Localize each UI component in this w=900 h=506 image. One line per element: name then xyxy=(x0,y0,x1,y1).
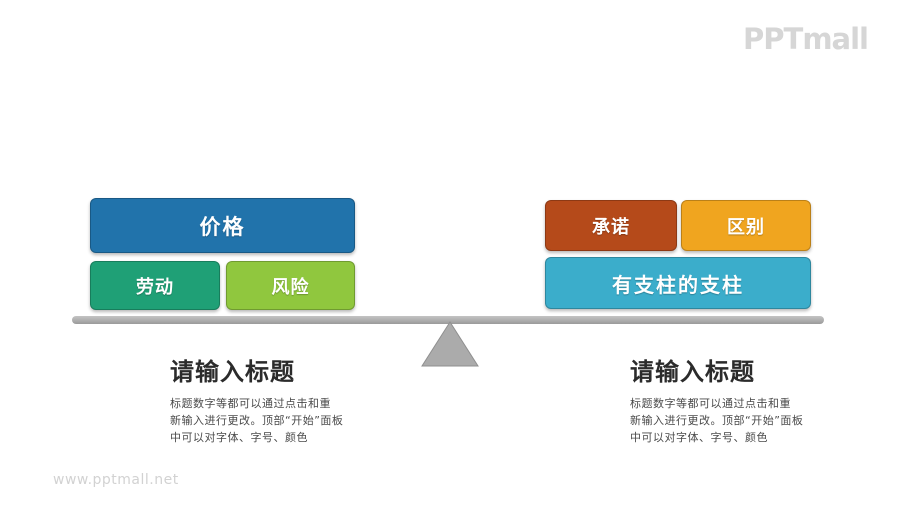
caption-left-line-1: 标题数字等都可以通过点击和重 xyxy=(170,397,331,410)
caption-right-title: 请输入标题 xyxy=(630,358,755,386)
pptmall-logo: PPTmall xyxy=(743,22,869,56)
balance-box-risk: 风险 xyxy=(226,261,355,310)
balance-box-labor: 劳动 xyxy=(90,261,220,310)
balance-box-price: 价格 xyxy=(90,198,355,253)
caption-right-line-3: 中可以对字体、字号、颜色 xyxy=(630,431,768,444)
caption-left-line-2: 新输入进行更改。顶部“开始”面板 xyxy=(170,414,344,427)
balance-beam xyxy=(72,316,824,324)
caption-right-line-2: 新输入进行更改。顶部“开始”面板 xyxy=(630,414,804,427)
caption-left-title: 请输入标题 xyxy=(170,358,295,386)
caption-left: 请输入标题 标题数字等都可以通过点击和重 新输入进行更改。顶部“开始”面板 中可… xyxy=(170,352,400,446)
caption-left-line-3: 中可以对字体、字号、颜色 xyxy=(170,431,308,444)
caption-right: 请输入标题 标题数字等都可以通过点击和重 新输入进行更改。顶部“开始”面板 中可… xyxy=(630,352,860,446)
fulcrum-triangle-icon xyxy=(421,321,479,367)
watermark-url: www.pptmall.net xyxy=(53,472,179,488)
balance-box-promise: 承诺 xyxy=(545,200,677,251)
caption-right-line-1: 标题数字等都可以通过点击和重 xyxy=(630,397,791,410)
balance-box-pillar: 有支柱的支柱 xyxy=(545,257,811,309)
balance-box-difference: 区别 xyxy=(681,200,811,251)
